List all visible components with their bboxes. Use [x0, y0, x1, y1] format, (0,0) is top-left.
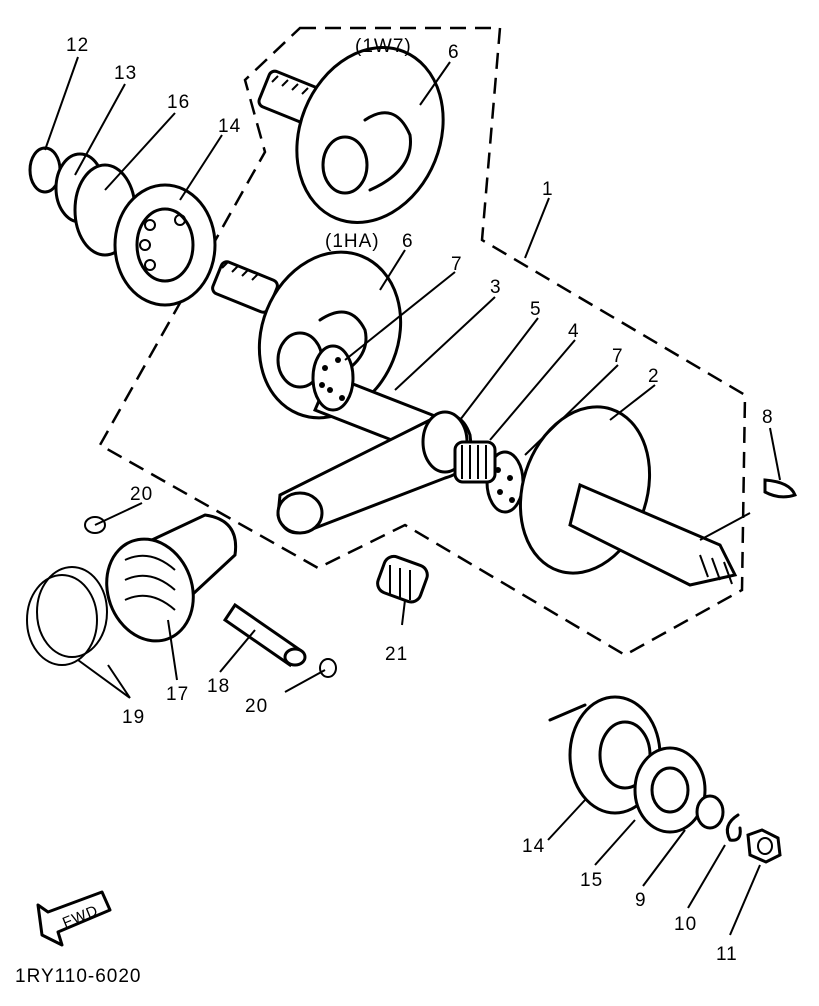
thrust-washer	[311, 344, 355, 412]
callout-1: 1	[542, 179, 554, 200]
callout-8: 8	[762, 407, 774, 428]
callout-20-upper: 20	[130, 484, 153, 505]
callout-5: 5	[530, 299, 542, 320]
crankshaft-assembly-outline	[98, 26, 747, 657]
callout-15: 15	[580, 870, 603, 891]
callout-21: 21	[385, 644, 408, 665]
callout-9: 9	[635, 890, 647, 911]
callout-10: 10	[674, 914, 697, 935]
variant-label-lower: (1HA)	[325, 231, 380, 252]
callout-17: 17	[166, 684, 189, 705]
callout-19: 19	[122, 707, 145, 728]
leader-lines	[44, 56, 781, 936]
woodruff-key	[763, 478, 797, 499]
callout-7-upper: 7	[451, 254, 463, 275]
left-bearing-stack	[28, 146, 217, 307]
crank-web-right	[518, 405, 738, 587]
callout-16: 16	[167, 92, 190, 113]
right-bearing-stack	[568, 695, 782, 864]
piston-ring	[26, 574, 98, 666]
callout-11: 11	[716, 944, 738, 965]
diagram-code: 1RY110-6020	[15, 966, 142, 987]
circlip	[84, 516, 106, 534]
callout-4: 4	[568, 321, 580, 342]
callout-18: 18	[207, 676, 230, 697]
piston-ring	[36, 566, 108, 658]
callout-7-lower: 7	[612, 346, 624, 367]
forward-direction-arrow: FWD	[36, 890, 112, 947]
small-end-bearing	[376, 554, 429, 604]
callout-2: 2	[648, 366, 660, 387]
callout-6-lower: 6	[402, 231, 414, 252]
callout-6-upper: 6	[448, 42, 460, 63]
callout-3: 3	[490, 277, 502, 298]
callout-20-lower: 20	[245, 696, 268, 717]
crank-web-1w7	[257, 46, 445, 224]
circlip	[319, 658, 337, 678]
callout-12: 12	[66, 35, 89, 56]
callout-14-upper: 14	[218, 116, 241, 137]
variant-label-upper: (1W7)	[355, 36, 412, 57]
crank-web-1ha	[211, 250, 403, 420]
callout-13: 13	[114, 63, 137, 84]
callout-14-lower: 14	[522, 836, 545, 857]
piston	[105, 513, 238, 643]
